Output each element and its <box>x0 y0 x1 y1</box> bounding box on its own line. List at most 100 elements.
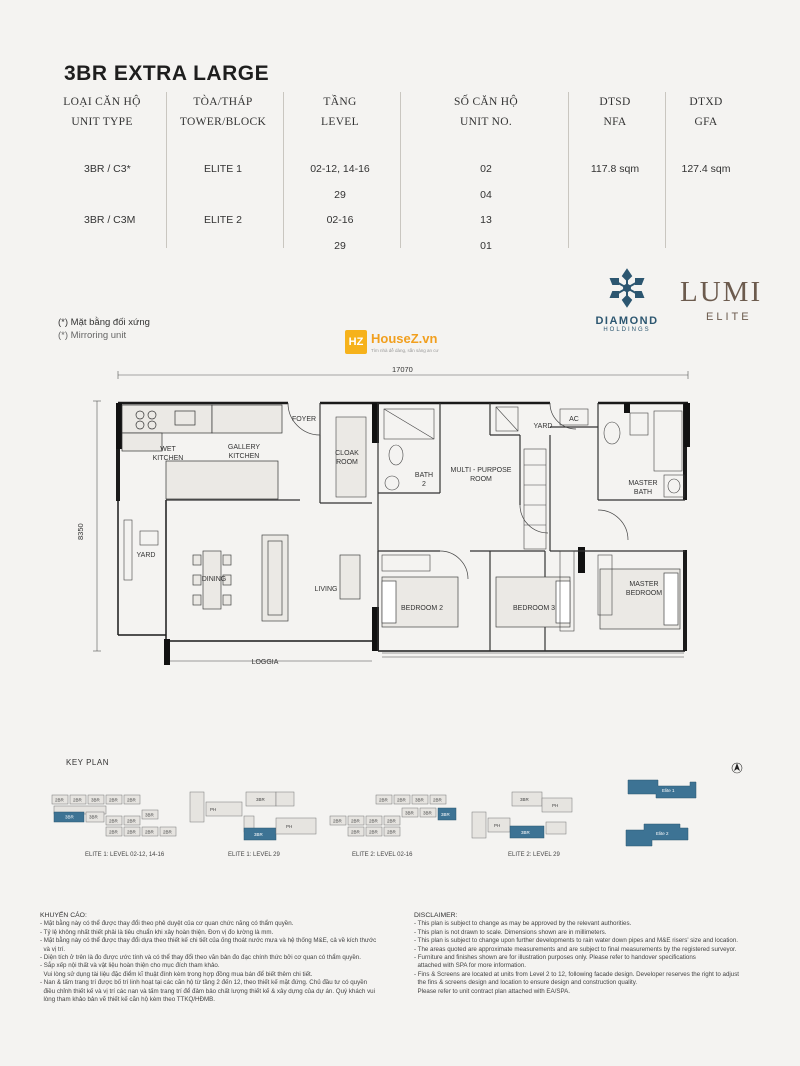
cloak-room-fixtures <box>335 416 367 498</box>
room-label-yard-left: YARD <box>137 552 156 559</box>
page-title: 3BR EXTRA LARGE <box>64 62 270 85</box>
cell-nfa: 117.8 sqm <box>590 163 640 175</box>
cell-level: 29 <box>334 189 346 201</box>
key-plan-caption-1: ELITE 1: LEVEL 02-12, 14-16 <box>85 852 165 858</box>
svg-text:2BR: 2BR <box>369 819 379 824</box>
svg-text:3BR: 3BR <box>65 815 75 820</box>
cell-level: 29 <box>334 240 346 252</box>
svg-text:3BR: 3BR <box>521 830 531 835</box>
svg-text:2BR: 2BR <box>433 798 443 803</box>
svg-text:3BR: 3BR <box>441 812 451 817</box>
svg-text:2BR: 2BR <box>387 830 397 835</box>
room-label-yard-top: YARD <box>534 423 553 430</box>
key-plan-elite1-level29: PH 3BR 3BR PH <box>189 791 317 841</box>
disclaimer-line: - Diện tích ở trên là đo được ước tính v… <box>40 954 361 962</box>
room-label-dining: DINING <box>202 576 227 583</box>
housez-tagline: Tìm nhà dễ dàng, sẵn sàng an cư <box>371 348 439 353</box>
svg-text:PH: PH <box>286 824 292 829</box>
svg-text:3BR: 3BR <box>89 815 99 820</box>
key-plan-title: KEY PLAN <box>66 758 109 767</box>
room-label-living: LIVING <box>315 586 338 593</box>
svg-text:3BR: 3BR <box>254 832 264 837</box>
svg-text:2BR: 2BR <box>351 819 361 824</box>
svg-text:3BR: 3BR <box>145 813 155 818</box>
disclaimer-line: Please refer to unit contract plan attac… <box>414 987 571 995</box>
yard-top-fixtures <box>495 406 589 550</box>
column-divider <box>283 92 284 248</box>
disclaimer-vi-lines: - Mặt bằng này có thể được thay đổi theo… <box>40 920 392 1004</box>
disclaimer-line: the fins & screens design and location t… <box>414 979 638 987</box>
room-label-foyer: FOYER <box>292 416 316 423</box>
svg-text:3BR: 3BR <box>405 811 415 816</box>
beds <box>381 568 681 630</box>
mirror-note-vi: (*) Mặt bằng đối xứng <box>58 317 150 328</box>
room-label-bedroom3: BEDROOM 3 <box>513 605 555 612</box>
housez-watermark: HZ HouseZ.vn Tìm nhà dễ dàng, sẵn sàng a… <box>345 330 465 362</box>
svg-text:3BR: 3BR <box>91 798 101 803</box>
svg-text:Elite 2: Elite 2 <box>656 831 669 836</box>
disclaimer-line: - Mặt bằng này có thể được thay đổi theo… <box>40 920 294 928</box>
svg-text:3BR: 3BR <box>256 797 266 802</box>
svg-text:2BR: 2BR <box>109 819 119 824</box>
diamond-name: DIAMOND <box>595 315 659 327</box>
cell-unit-no: 02 <box>480 163 492 175</box>
dining-table <box>192 550 232 610</box>
svg-text:2BR: 2BR <box>127 830 137 835</box>
key-plan-caption-2: ELITE 1: LEVEL 29 <box>228 852 280 858</box>
plan-width-dimension: 17070 <box>392 365 413 374</box>
kitchen-counters <box>121 404 283 500</box>
bath2-fixtures <box>383 408 435 491</box>
cell-tower: ELITE 2 <box>204 214 242 226</box>
disclaimer-en: DISCLAIMER: - This plan is subject to ch… <box>414 912 774 996</box>
key-plan-elite1-level02: 2BR 2BR 3BR 2BR 2BR 3BR 3BR 2BR 2BR 3BR … <box>51 794 177 837</box>
key-plan-elite2-level02: 2BR 2BR 2BR 2BR 2BR 2BR 2BR 2BR 2BR 3BR … <box>329 794 457 837</box>
svg-text:3BR: 3BR <box>423 811 433 816</box>
key-plan-elite2-level29: PH 3BR PH 3BR <box>471 791 573 839</box>
room-label-ac: AC <box>569 416 579 423</box>
housez-name: HouseZ.vn <box>371 331 438 346</box>
room-label-bedroom2: BEDROOM 2 <box>401 605 443 612</box>
disclaimer-line: - Fins & Screens are located at units fr… <box>414 970 740 978</box>
disclaimer-line: - Furniture and finishes shown are for i… <box>414 954 696 962</box>
cell-unit-no: 04 <box>480 189 492 201</box>
svg-text:2BR: 2BR <box>369 830 379 835</box>
svg-text:PH: PH <box>210 807 216 812</box>
disclaimer-line: và vị trí. <box>40 945 66 953</box>
svg-text:3BR: 3BR <box>520 797 530 802</box>
lumi-name: LUMI <box>680 276 763 308</box>
disclaimer-line: lòng tham khảo bản vẽ thiết kế căn hộ kè… <box>40 996 215 1004</box>
plan-height-dimension: 8350 <box>76 523 85 540</box>
disclaimer-line: điều chỉnh thiết kế và vị trí các nan và… <box>40 987 375 995</box>
disclaimer-line: - Nan & tấm trang trí được bố trí linh h… <box>40 979 368 987</box>
cell-unit-no: 13 <box>480 214 492 226</box>
mirror-note-en: (*) Mirroring unit <box>58 330 127 341</box>
svg-text:2BR: 2BR <box>55 798 65 803</box>
north-arrow-icon: N <box>731 760 745 774</box>
diamond-sub: HOLDINGS <box>603 327 651 333</box>
room-label-loggia: LOGGIA <box>252 659 279 666</box>
disclaimer-line: - This plan is subject to change upon fu… <box>414 937 739 945</box>
cell-unit-type: 3BR / C3* <box>84 163 131 175</box>
disclaimer-vi: KHUYẾN CÁO: - Mặt bằng này có thể được t… <box>40 912 392 1004</box>
disclaimer-line: - Sắp xếp nội thất và vật liệu hoàn thiệ… <box>40 962 220 970</box>
disclaimer-line: - Tỷ lệ không nhất thiết phải là tiêu ch… <box>40 928 274 936</box>
key-plan-diagrams: .kb { fill:#e6e4e0; stroke:#777; stroke-… <box>51 760 745 847</box>
master-bath-fixtures <box>603 410 685 498</box>
cell-level: 02-16 <box>326 214 354 226</box>
svg-text:2BR: 2BR <box>73 798 83 803</box>
svg-text:2BR: 2BR <box>163 830 173 835</box>
svg-text:2BR: 2BR <box>351 830 361 835</box>
disclaimer-en-lines: - This plan is subject to change as may … <box>414 920 774 996</box>
cell-level: 02-12, 14-16 <box>310 163 370 175</box>
